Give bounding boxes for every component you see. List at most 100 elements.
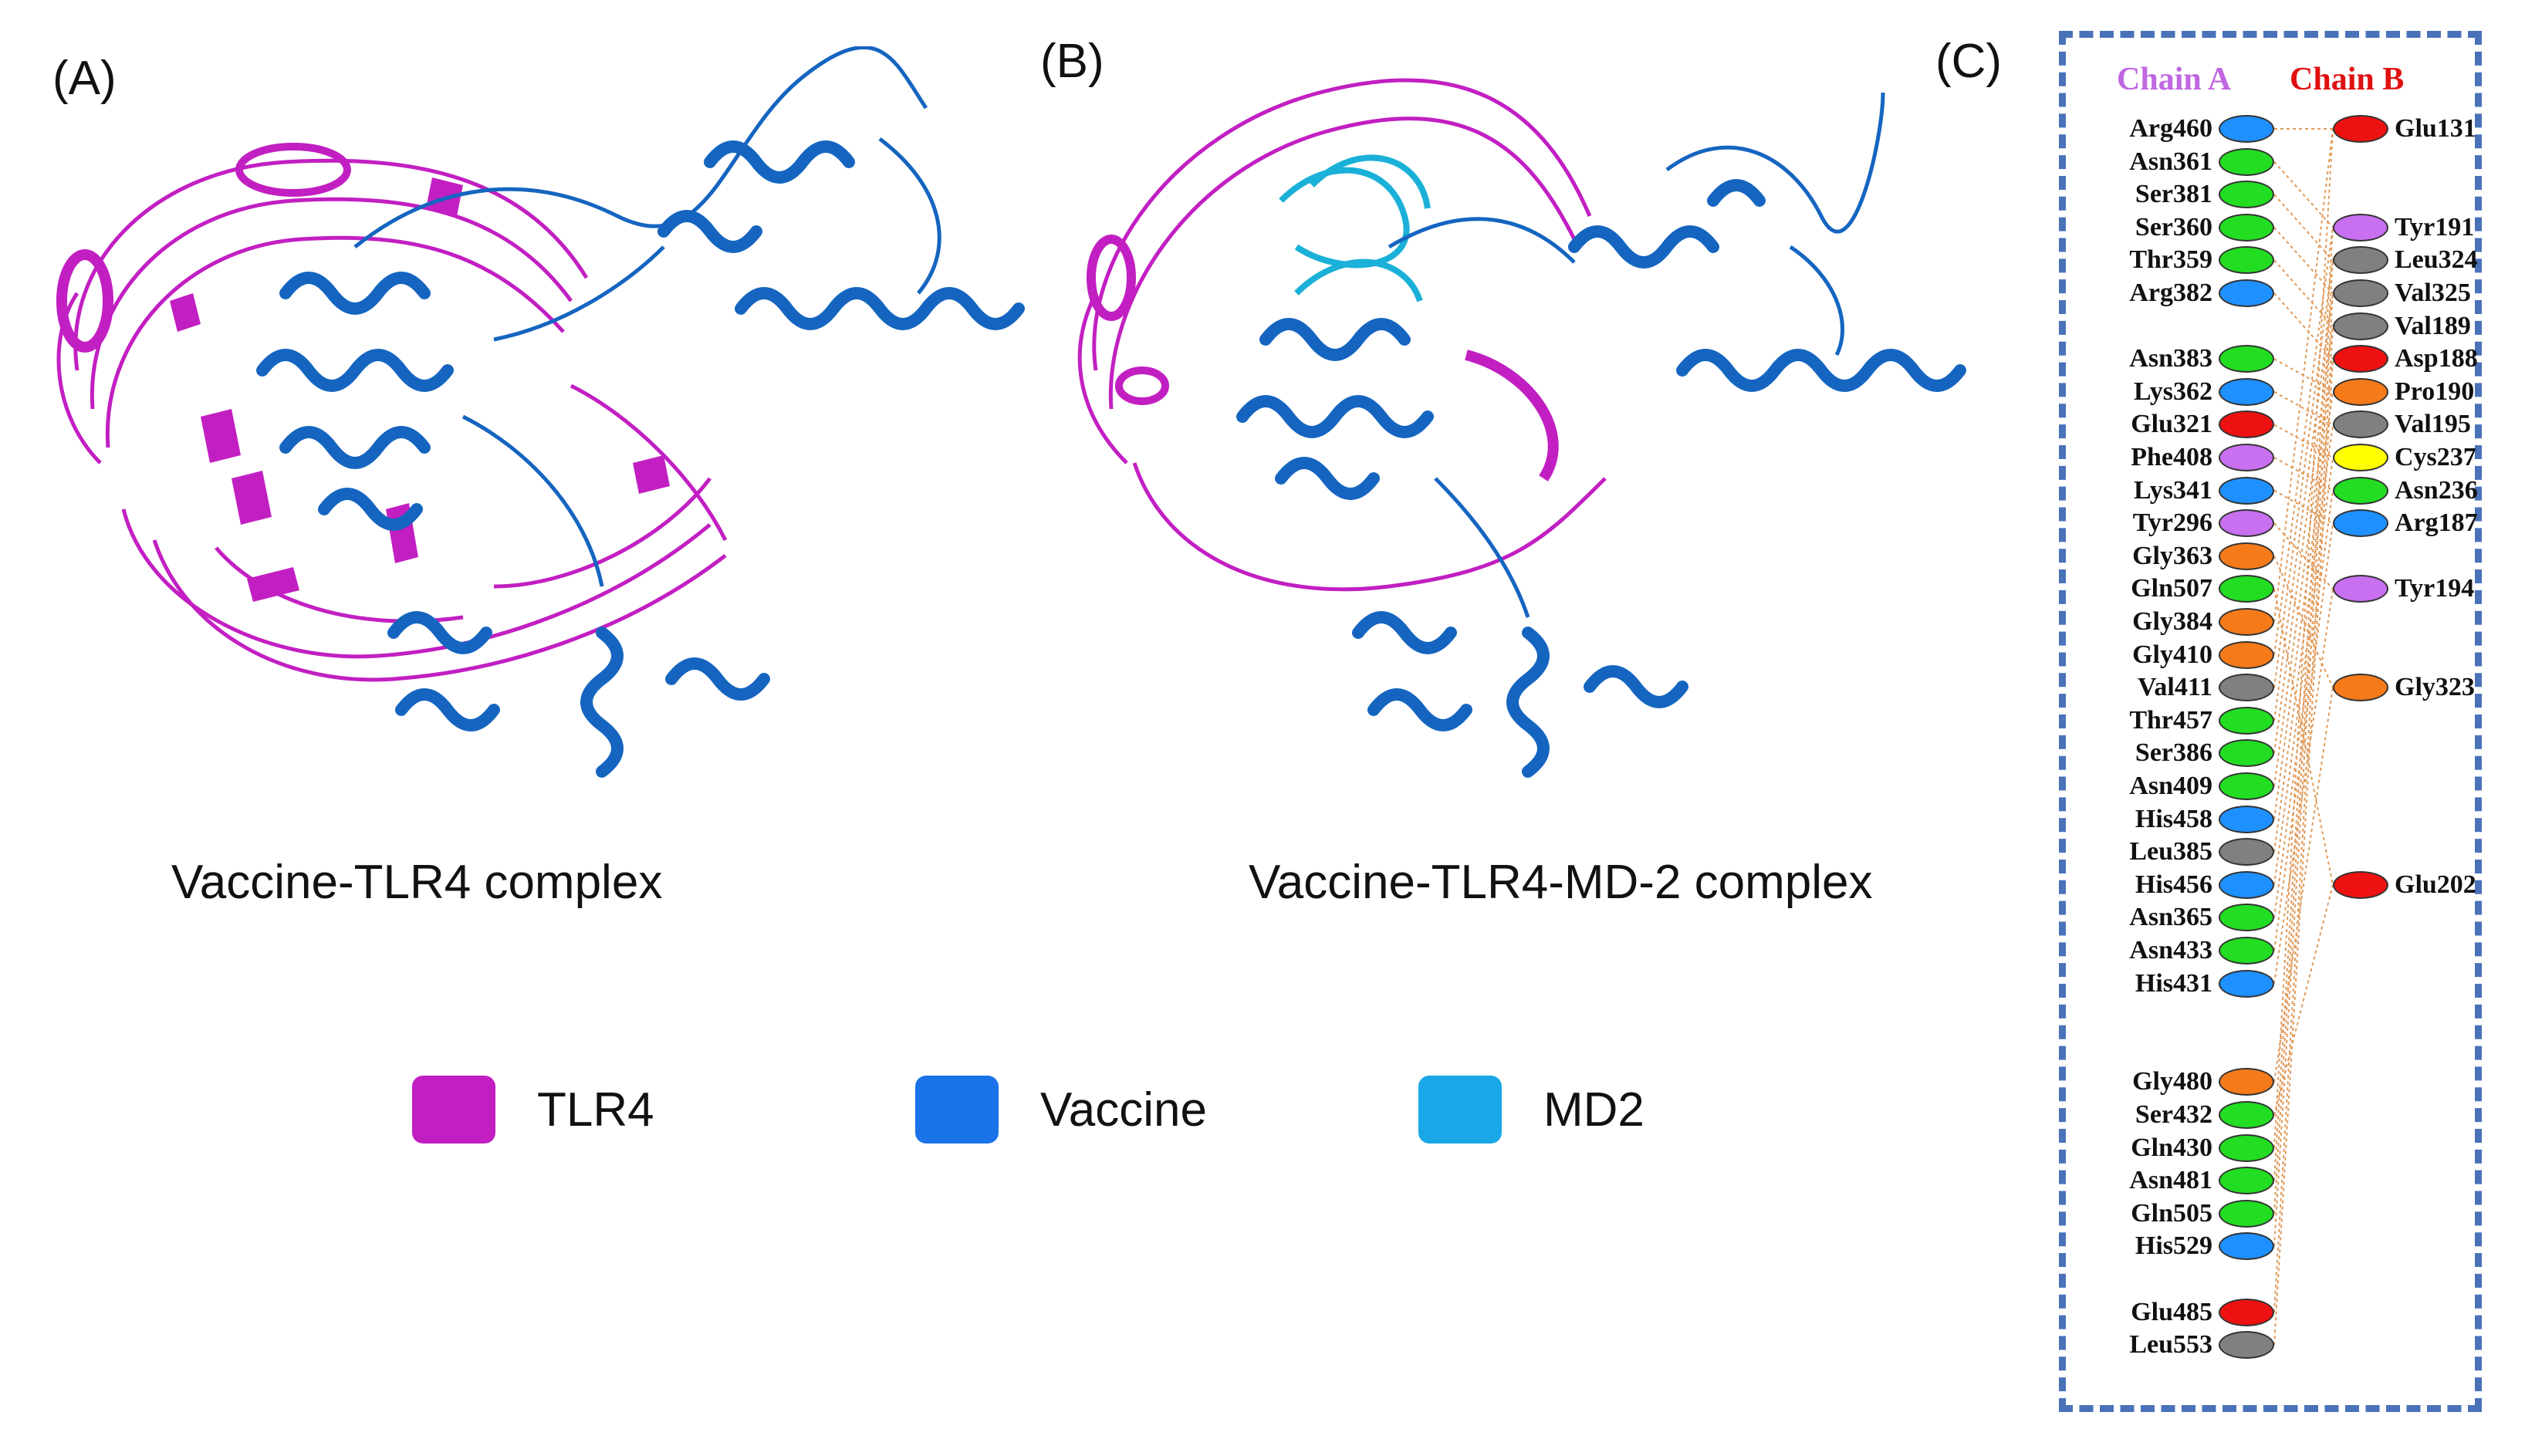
residue-label: Val189 <box>2395 311 2471 340</box>
residue-label: Glu131 <box>2395 114 2476 143</box>
residue-label: Tyr194 <box>2395 574 2475 603</box>
residue-node <box>2333 674 2388 702</box>
residue-label: Leu385 <box>2129 837 2212 867</box>
interaction-line <box>2273 194 2334 262</box>
panel-a-caption: Vaccine-TLR4 complex <box>171 856 663 909</box>
interaction-line <box>2273 160 2334 228</box>
residue-label: Gln430 <box>2131 1133 2212 1162</box>
interaction-line <box>2273 259 2334 327</box>
residue-node <box>2219 1133 2274 1162</box>
vaccine-domain <box>1236 179 1966 778</box>
interaction-line <box>2273 490 2334 918</box>
residue-node <box>2219 279 2274 307</box>
panel-b-caption: Vaccine-TLR4-MD-2 complex <box>1249 856 1873 909</box>
chain-b-title: Chain B <box>2290 62 2405 97</box>
interaction-line <box>2273 292 2334 360</box>
interaction-line <box>2273 128 2334 623</box>
interaction-line <box>2273 292 2334 721</box>
tlr4-strands <box>170 177 670 602</box>
residue-label: Asp188 <box>2395 344 2478 373</box>
residue-node <box>2333 279 2388 307</box>
interaction-line <box>2273 391 2334 819</box>
residue-label: Asn236 <box>2395 475 2478 505</box>
residue-label: Asn383 <box>2129 344 2212 373</box>
residue-node <box>2333 377 2388 406</box>
residue-label: His458 <box>2135 804 2212 833</box>
interaction-line <box>2273 687 2334 1083</box>
legend-label: TLR4 <box>537 1083 654 1137</box>
residue-label: His456 <box>2135 870 2212 899</box>
residue-label: Arg382 <box>2129 279 2212 307</box>
residue-label: Ser432 <box>2135 1100 2212 1129</box>
residue-label: Gln505 <box>2131 1198 2212 1228</box>
residue-node <box>2219 115 2274 143</box>
residue-label: Leu324 <box>2395 245 2478 275</box>
residue-label: His529 <box>2135 1231 2212 1261</box>
residue-node <box>2333 870 2388 899</box>
residue-node <box>2219 870 2274 899</box>
residue-node <box>2219 1331 2274 1360</box>
vaccine-tlr4-structure <box>56 46 1025 778</box>
interaction-line <box>2273 424 2334 458</box>
residue-node <box>2219 181 2274 209</box>
residue-label: Val325 <box>2395 279 2471 307</box>
interaction-line <box>2273 523 2334 951</box>
legend-label: Vaccine <box>1040 1083 1207 1137</box>
residue-label: Thr457 <box>2129 705 2212 735</box>
residue-node <box>2333 575 2388 603</box>
interaction-line <box>2273 292 2334 1247</box>
residue-label: Glu321 <box>2131 410 2212 439</box>
residue-label: Gly410 <box>2132 640 2212 669</box>
interaction-line <box>2273 326 2334 754</box>
vaccine-loops <box>353 46 941 587</box>
residue-node <box>2219 575 2274 603</box>
interaction-line <box>2273 589 2334 984</box>
residue-node <box>2219 904 2274 932</box>
residue-node <box>2333 213 2388 242</box>
panel-c-label: (C) <box>1935 35 2003 88</box>
residue-label: Lys341 <box>2133 475 2212 505</box>
residue-label: Thr359 <box>2129 245 2212 275</box>
interaction-line <box>2273 260 2334 688</box>
residue-node <box>2219 674 2274 702</box>
residue-label: Asn361 <box>2129 147 2212 176</box>
residue-node <box>2219 377 2274 406</box>
tlr4-domain <box>1077 78 1607 592</box>
residue-node <box>2219 706 2274 735</box>
residue-node <box>2219 509 2274 538</box>
residue-node <box>2219 608 2274 636</box>
interaction-line <box>2273 457 2334 885</box>
residue-node <box>2219 937 2274 964</box>
residue-label: Lys362 <box>2133 377 2212 406</box>
residue-node <box>2219 969 2274 998</box>
residue-node <box>2333 312 2388 340</box>
residue-node <box>2333 410 2388 439</box>
residue-node <box>2333 115 2388 143</box>
residue-label: Glu485 <box>2131 1297 2212 1326</box>
legend-swatch-md2 <box>1418 1076 1502 1144</box>
residue-label: Leu553 <box>2129 1330 2212 1360</box>
residue-label: Val195 <box>2395 410 2471 439</box>
residue-node <box>2219 147 2274 176</box>
residue-node <box>2333 509 2388 538</box>
residue-label: Arg187 <box>2395 508 2478 538</box>
residue-label: Gly323 <box>2395 673 2475 702</box>
residue-label: Arg460 <box>2129 114 2212 143</box>
tlr4-domain <box>56 143 728 682</box>
residue-label: Asn409 <box>2129 772 2212 800</box>
residue-node <box>2219 345 2274 373</box>
panel-b-label: (B) <box>1040 35 1104 88</box>
residue-node <box>2219 640 2274 669</box>
panel-a-label: (A) <box>52 52 117 105</box>
residue-label: Pro190 <box>2395 377 2475 406</box>
interaction-line <box>2273 359 2334 1346</box>
residue-label: Glu202 <box>2395 870 2476 899</box>
residue-label: Gln507 <box>2131 574 2212 603</box>
legend-label: MD2 <box>1543 1083 1644 1137</box>
residue-label: Ser360 <box>2135 212 2212 242</box>
interaction-line <box>2273 227 2334 655</box>
md2-domain <box>1279 154 1431 302</box>
residue-label: Asn365 <box>2129 903 2212 932</box>
residue-node <box>2219 1068 2274 1096</box>
